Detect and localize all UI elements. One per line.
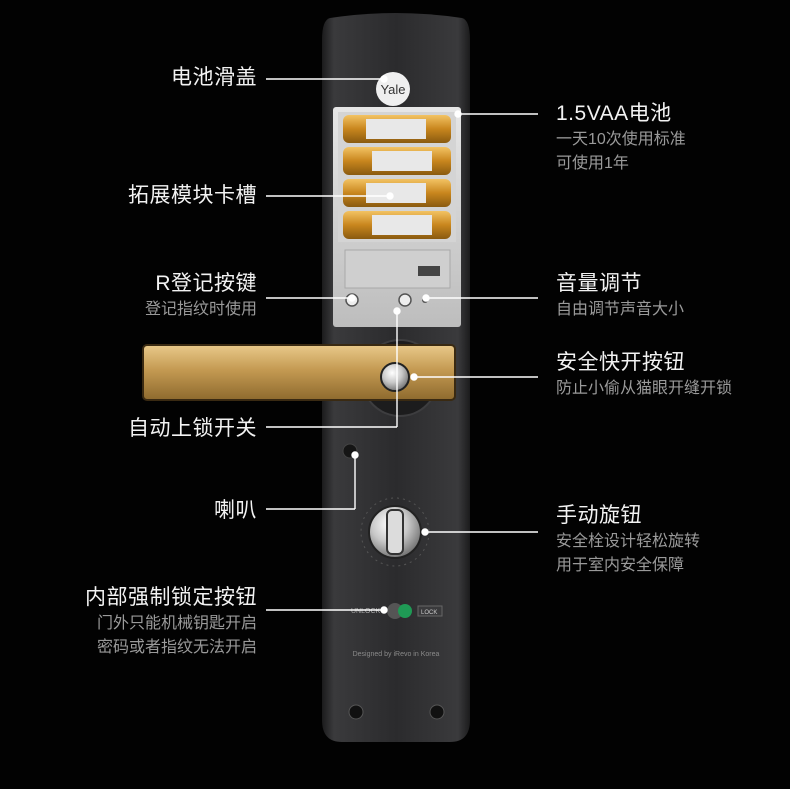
volume-button (398, 293, 412, 307)
leader-lines (266, 75, 538, 614)
callout-desc: 可使用1年 (556, 155, 629, 172)
callout-safety-button: 安全快开按钮 防止小偷从猫眼开缝开锁 (556, 349, 732, 401)
callout-title: 喇叭 (214, 499, 257, 522)
screw-left (348, 704, 364, 720)
callout-title: 拓展模块卡槽 (128, 184, 257, 207)
callout-desc: 安全栓设计轻松旋转 (556, 533, 701, 550)
callout-desc: 防止小偷从猫眼开缝开锁 (556, 380, 733, 397)
callout-battery: 1.5VAA电池 一天10次使用标准 可使用1年 (556, 100, 686, 176)
callout-title: 内部强制锁定按钮 (85, 586, 257, 609)
designed-by-text: Designed by iRevo in Korea (353, 651, 440, 658)
callout-desc: 登记指纹时使用 (144, 301, 257, 318)
internal-lock-button (387, 603, 403, 619)
callout-title: 安全快开按钮 (556, 351, 685, 374)
module-slot (344, 249, 451, 289)
callout-module-slot: 拓展模块卡槽 (128, 182, 257, 210)
battery-cells (343, 115, 451, 239)
callout-title: 自动上锁开关 (128, 417, 257, 440)
lock-indicator (398, 604, 412, 618)
callout-internal-lock: 内部强制锁定按钮 门外只能机械钥匙开启 密码或者指纹无法开启 (85, 584, 257, 660)
callout-desc: 自由调节声音大小 (556, 301, 685, 318)
callout-title: 电池滑盖 (171, 66, 257, 89)
brand-logo: Yale (380, 82, 405, 97)
callout-battery-cover: 电池滑盖 (171, 64, 257, 92)
callout-manual-knob: 手动旋钮 安全栓设计轻松旋转 用于室内安全保障 (556, 502, 700, 578)
callout-volume: 音量调节 自由调节声音大小 (556, 270, 684, 322)
lever-handle (142, 344, 456, 401)
lock-label: LOCK (421, 610, 437, 616)
callout-speaker: 喇叭 (214, 497, 257, 525)
callout-title: 1.5VAA电池 (556, 102, 672, 125)
callout-desc: 门外只能机械钥匙开启 (96, 615, 257, 632)
callout-title: 音量调节 (556, 272, 642, 295)
callout-auto-lock: 自动上锁开关 (128, 415, 257, 443)
callout-r-register: R登记按键 登记指纹时使用 (145, 270, 257, 322)
callout-desc: 密码或者指纹无法开启 (96, 639, 257, 656)
callout-desc: 用于室内安全保障 (556, 557, 685, 574)
screw-right (429, 704, 445, 720)
callout-title: R登记按键 (155, 272, 257, 295)
callout-title: 手动旋钮 (556, 504, 642, 527)
unlock-label: UNLOCK (351, 608, 381, 615)
safety-quick-open-button (380, 362, 410, 392)
callout-desc: 一天10次使用标准 (556, 131, 686, 148)
